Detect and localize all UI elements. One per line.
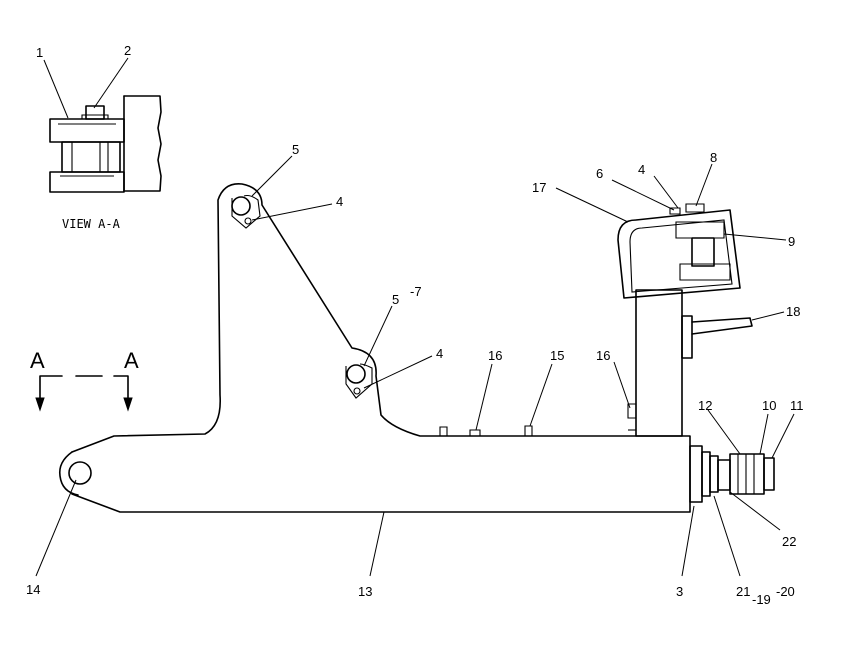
leader-5b (364, 306, 392, 366)
leader-5a (252, 156, 292, 196)
callout-4: 4 (638, 162, 645, 177)
arm-weldment (60, 184, 690, 512)
callout-13: 13 (358, 584, 372, 599)
view-a-a-detail (50, 96, 161, 192)
end-fitting (690, 446, 774, 502)
callout-15: 15 (550, 348, 564, 363)
callout-8: 8 (710, 150, 717, 165)
callout-5: 5 (392, 292, 399, 307)
callout-16: 16 (488, 348, 502, 363)
callout-14: 14 (26, 582, 40, 597)
rod-eye (69, 462, 91, 484)
callout-5: 5 (292, 142, 299, 157)
section-mark-left: A (30, 348, 45, 373)
leader-12 (708, 410, 740, 454)
leader-10 (760, 414, 768, 454)
leader-17 (556, 188, 628, 222)
callout-16: 16 (596, 348, 610, 363)
leader-2 (94, 58, 128, 108)
callout-6: 6 (596, 166, 603, 181)
callout-9: 9 (788, 234, 795, 249)
callout-19: -19 (752, 592, 771, 607)
leader-15 (530, 364, 552, 426)
leader-6 (612, 180, 674, 210)
callout-4: 4 (336, 194, 343, 209)
callout-4: 4 (436, 346, 443, 361)
view-a-a-label: VIEW A-A (62, 217, 121, 231)
callout-labels: 1 2 5 4 5 -7 4 16 15 16 17 6 4 8 9 18 12… (26, 43, 804, 607)
leader-11 (772, 414, 794, 458)
leader-16b (614, 362, 630, 408)
callout-22: 22 (782, 534, 796, 549)
callout-2: 2 (124, 43, 131, 58)
callout-20: -20 (776, 584, 795, 599)
leader-13 (370, 512, 384, 576)
upper-head (618, 204, 740, 298)
leader-18 (752, 312, 784, 320)
leader-21 (714, 496, 740, 576)
leader-4a (252, 204, 332, 220)
leader-22 (730, 492, 780, 530)
leader-4c (654, 176, 678, 208)
callout-17: 17 (532, 180, 546, 195)
callout-7: -7 (410, 284, 422, 299)
callout-1: 1 (36, 45, 43, 60)
leader-1 (44, 60, 68, 118)
callout-12: 12 (698, 398, 712, 413)
upper-pin (232, 197, 250, 215)
callout-10: 10 (762, 398, 776, 413)
leader-16a (476, 364, 492, 430)
section-mark-right: A (124, 348, 139, 373)
leader-9 (724, 234, 786, 240)
leader-4b (364, 356, 432, 388)
leader-14 (36, 480, 76, 576)
callout-21: 21 (736, 584, 750, 599)
callout-11: 11 (790, 398, 804, 413)
leader-3 (682, 506, 694, 576)
middle-pin (347, 365, 365, 383)
mounting-post (628, 290, 752, 436)
section-marker: A A (30, 348, 139, 410)
callout-3: 3 (676, 584, 683, 599)
callout-18: 18 (786, 304, 800, 319)
leader-8 (696, 164, 712, 206)
